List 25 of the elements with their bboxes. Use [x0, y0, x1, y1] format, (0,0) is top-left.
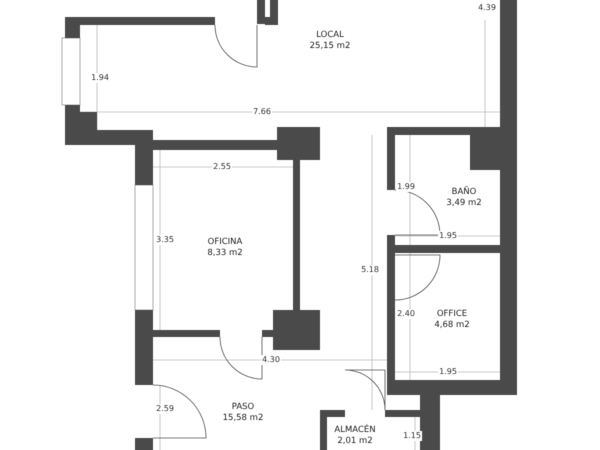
dimension-label: 4.30 — [261, 355, 281, 365]
dimension-label: 1.95 — [438, 367, 458, 377]
room-area: 15,58 m2 — [222, 413, 264, 424]
dimension-label: 4.39 — [477, 3, 497, 13]
room-name: ALMACÉN — [334, 425, 376, 436]
room-area: 8,33 m2 — [207, 248, 243, 259]
room-area: 3,49 m2 — [446, 198, 482, 209]
dimension-label: 1.94 — [90, 73, 110, 83]
dimension-label: 5.18 — [360, 265, 380, 275]
room-area: 25,15 m2 — [310, 41, 350, 52]
dimension-label: 3.35 — [155, 235, 175, 245]
room-name: OFFICE — [436, 309, 468, 320]
dimension-label: 7.66 — [252, 107, 272, 117]
dimension-label: 2.55 — [212, 162, 232, 172]
room-name: PASO — [232, 402, 254, 413]
dimension-label: 1.95 — [438, 231, 458, 241]
room-area: 4,68 m2 — [434, 320, 470, 331]
dimension-label: 1.99 — [396, 182, 416, 192]
dimension-label: 2.40 — [396, 309, 416, 319]
room-area: 2,01 m2 — [337, 436, 373, 447]
dimension-label: 2.59 — [155, 404, 175, 414]
room-name: LOCAL — [316, 30, 344, 41]
dimension-label: 1.15 — [402, 431, 422, 441]
room-name: OFICINA — [208, 237, 242, 248]
room-name: BAÑO — [452, 187, 476, 198]
